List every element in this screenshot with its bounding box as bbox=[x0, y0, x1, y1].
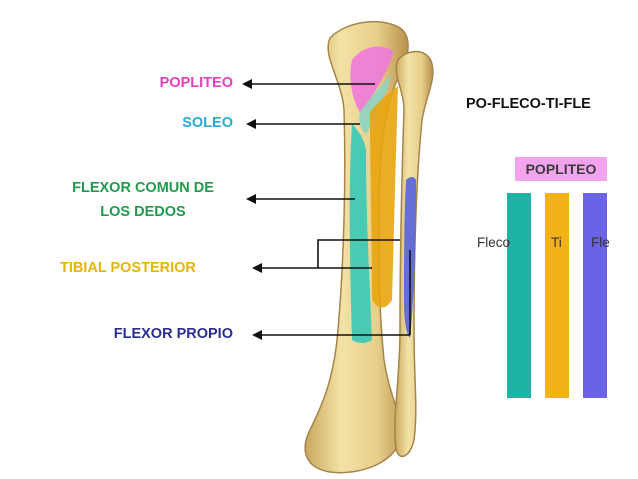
label-soleo: SOLEO bbox=[182, 115, 233, 131]
label-flexor-comun-line2: LOS DEDOS bbox=[100, 204, 186, 220]
fle-column bbox=[583, 193, 607, 398]
label-flexor-propio: FLEXOR PROPIO bbox=[113, 326, 233, 342]
mnemonic-title: PO-FLECO-TI-FLE bbox=[466, 96, 591, 112]
label-flexor-comun-line1: FLEXOR COMUN DE bbox=[72, 180, 214, 196]
popliteo-area bbox=[350, 46, 394, 112]
label-popliteo: POPLITEO bbox=[159, 75, 233, 91]
label-tibial-posterior: TIBIAL POSTERIOR bbox=[60, 260, 196, 276]
mnemonic-column-ti: Ti bbox=[551, 235, 562, 250]
fleco-column bbox=[507, 193, 531, 398]
mnemonic-column-fleco: Fleco bbox=[477, 235, 511, 250]
tibial-posterior-area bbox=[370, 86, 398, 308]
mnemonic-column-fle: Fle bbox=[591, 235, 610, 250]
soleo-area bbox=[359, 74, 392, 134]
mnemonic-popliteo-box: POPLITEO bbox=[525, 161, 597, 177]
popliteo-box-bg bbox=[515, 157, 607, 181]
ti-column bbox=[545, 193, 569, 398]
arrow-left-icon bbox=[242, 79, 262, 340]
flexor-comun-area bbox=[349, 124, 372, 343]
